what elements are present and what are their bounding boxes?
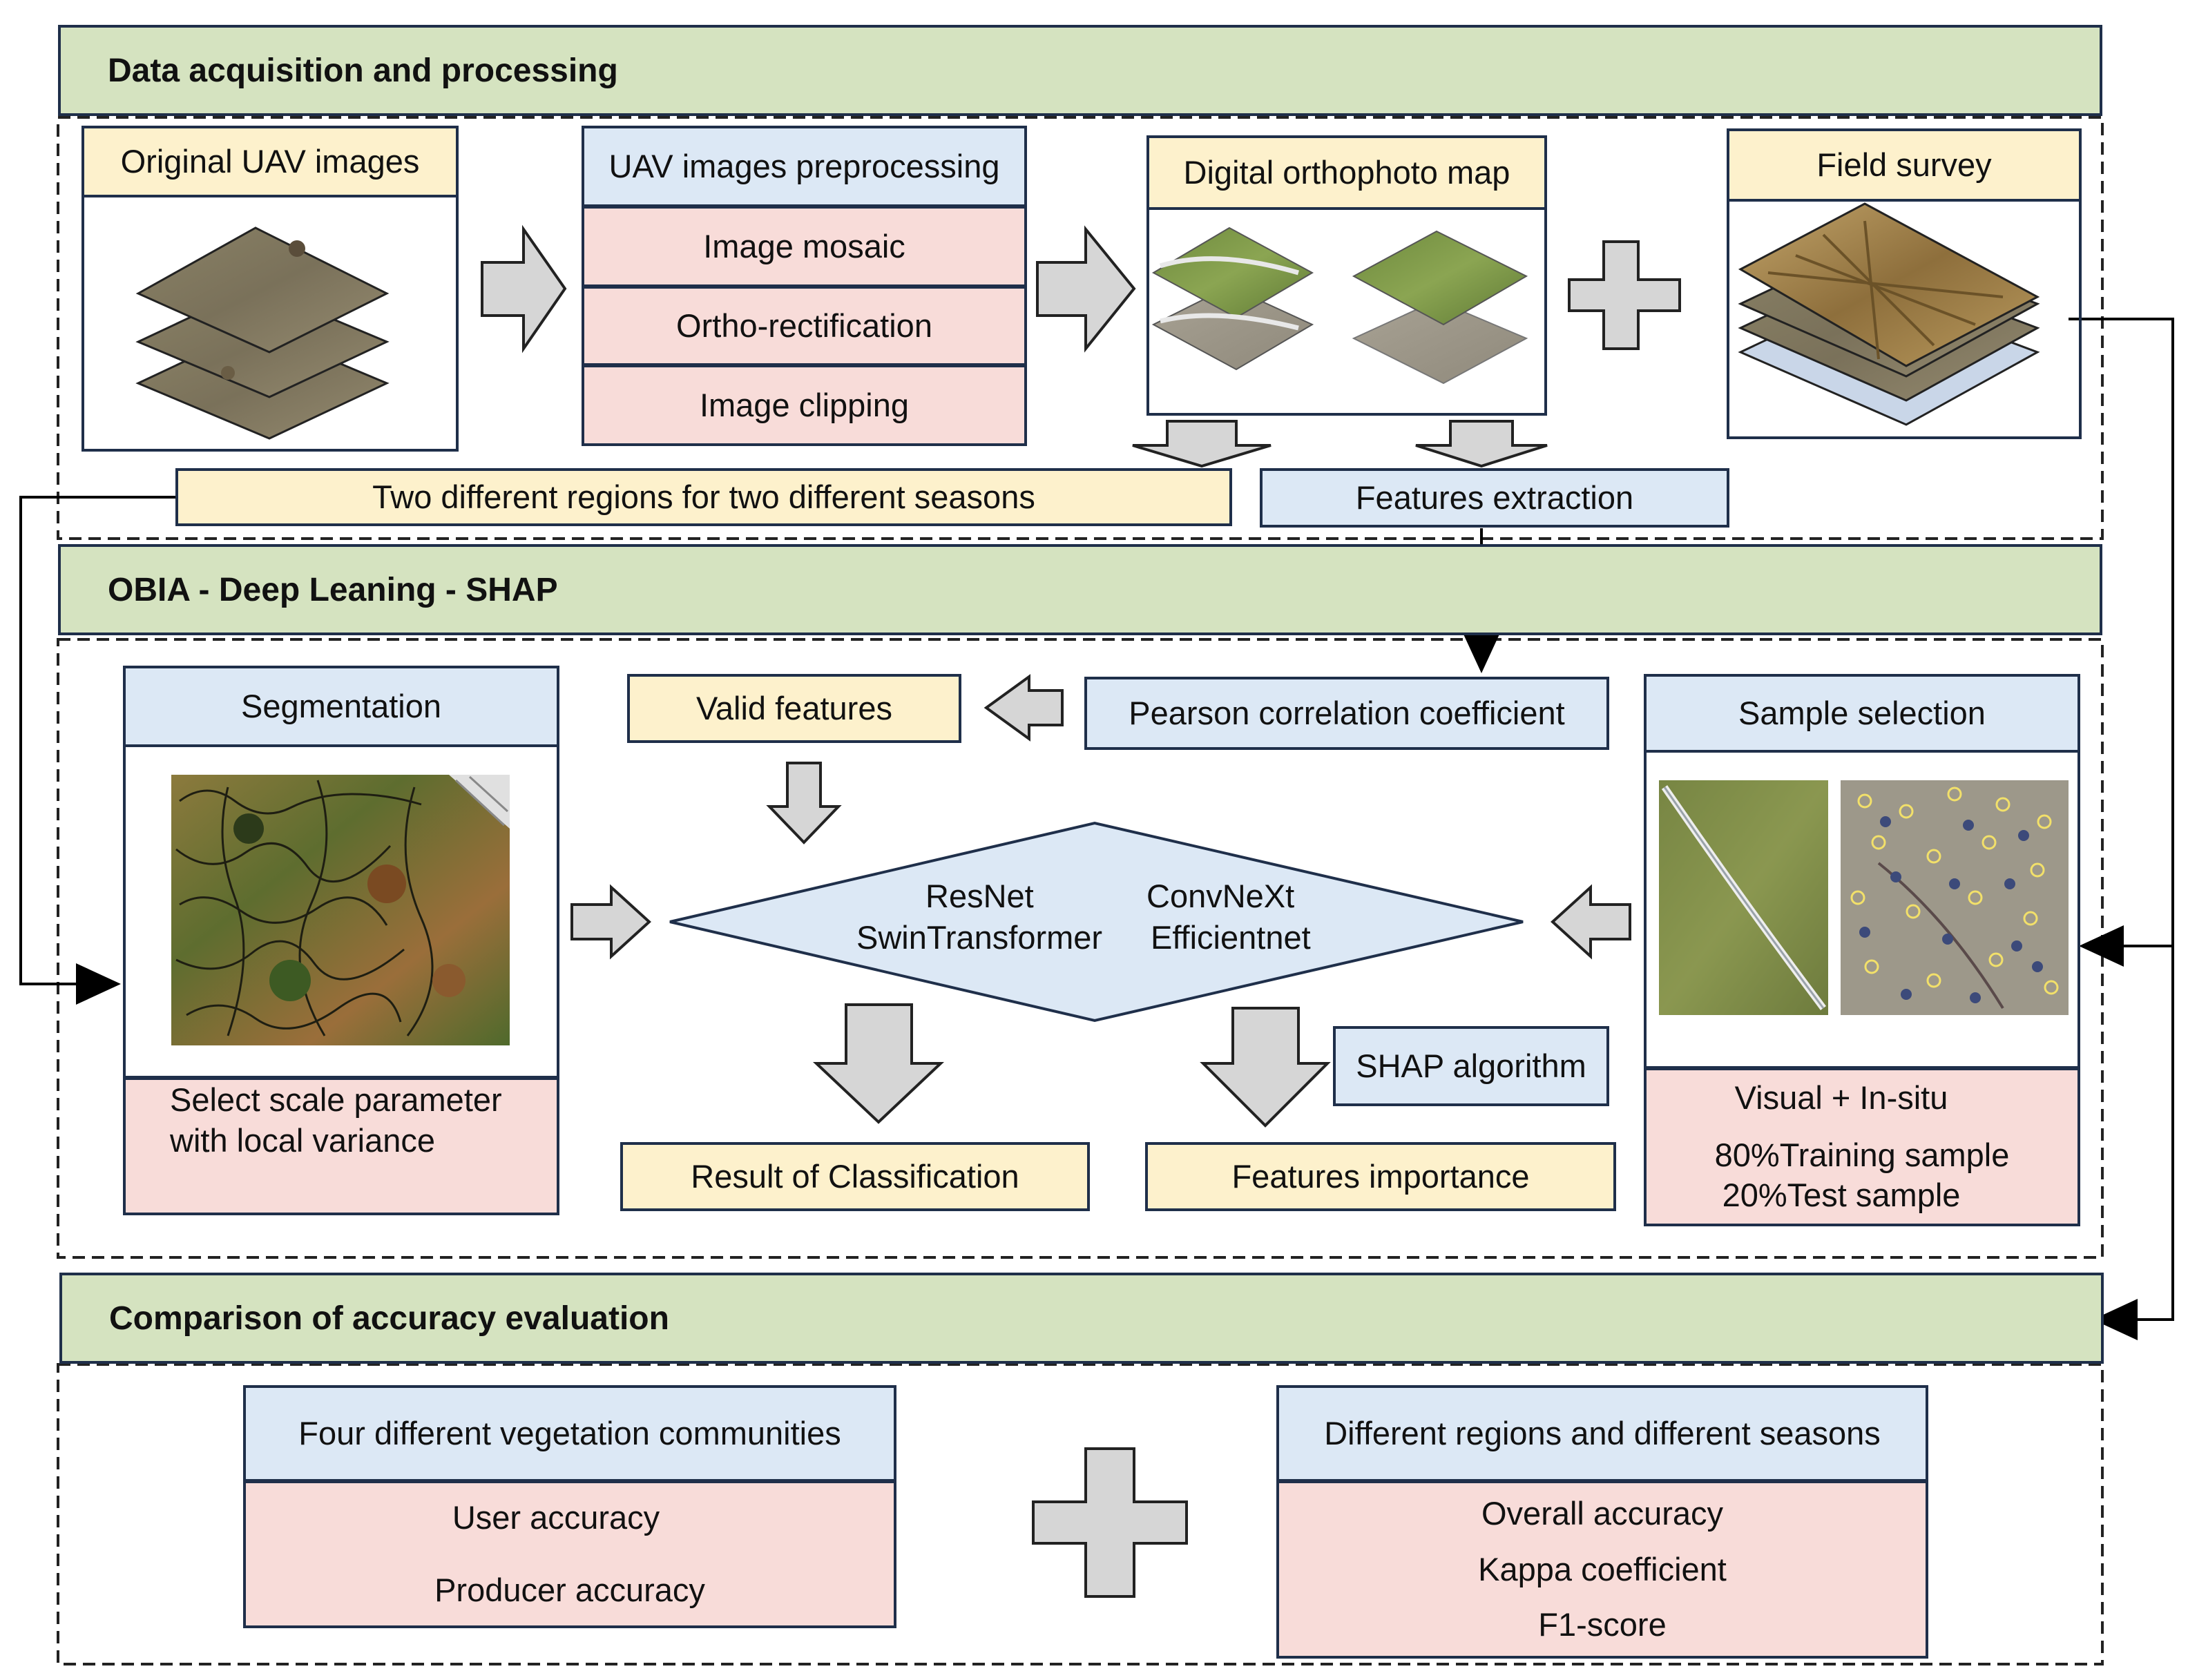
plus-icon-bottom bbox=[1032, 1447, 1188, 1598]
user-accuracy-text: User accuracy bbox=[452, 1499, 660, 1536]
arrow-right-1 bbox=[481, 224, 567, 354]
orthophoto-right-icon bbox=[1352, 230, 1528, 385]
section-obia-banner: OBIA - Deep Leaning - SHAP bbox=[58, 544, 2102, 635]
overall-accuracy-text: Overall accuracy bbox=[1481, 1494, 1723, 1532]
shap-algorithm-label: SHAP algorithm bbox=[1333, 1026, 1609, 1106]
sample-image-left bbox=[1659, 780, 1828, 1015]
arrow-down-valid bbox=[766, 762, 842, 844]
vegetation-communities-label: Four different vegetation communities bbox=[243, 1385, 896, 1482]
arrow-down-2 bbox=[1415, 420, 1548, 468]
arrow-right-seg bbox=[570, 884, 651, 960]
segmentation-panel bbox=[123, 746, 559, 1079]
uav-images-stack-icon bbox=[135, 226, 390, 440]
community-accuracy-box: User accuracy Producer accuracy bbox=[243, 1480, 896, 1628]
model-resnet: ResNet bbox=[925, 878, 1034, 914]
field-survey-stack-icon bbox=[1738, 202, 2040, 426]
model-diamond bbox=[669, 821, 1524, 1023]
original-uav-images-label: Original UAV images bbox=[81, 126, 459, 197]
valid-features-label: Valid features bbox=[627, 674, 961, 743]
arrow-down-importance bbox=[1200, 1007, 1331, 1128]
comparison-container bbox=[57, 1363, 2104, 1665]
orthophoto-left-icon bbox=[1151, 226, 1314, 371]
section-acquisition-banner: Data acquisition and processing bbox=[58, 25, 2102, 116]
result-classification-label: Result of Classification bbox=[620, 1142, 1090, 1211]
arrow-right-2 bbox=[1036, 225, 1136, 353]
arrowheads bbox=[76, 628, 2138, 1340]
sample-split-box: Visual + In-situ 80%Training sample 20%T… bbox=[1644, 1068, 2080, 1226]
segmentation-image bbox=[171, 775, 510, 1045]
ortho-rectification-step: Ortho-rectification bbox=[582, 286, 1027, 366]
uav-preprocessing-label: UAV images preprocessing bbox=[582, 126, 1027, 207]
field-survey-label: Field survey bbox=[1727, 128, 2082, 202]
sample-selection-panel bbox=[1644, 751, 2080, 1069]
image-clipping-step: Image clipping bbox=[582, 365, 1027, 446]
model-convnext: ConvNeXt bbox=[1146, 878, 1295, 914]
scale-parameter-line1: Select scale parameter bbox=[170, 1081, 502, 1118]
image-mosaic-step: Image mosaic bbox=[582, 206, 1027, 287]
two-regions-label: Two different regions for two different … bbox=[175, 468, 1232, 526]
model-efficientnet: Efficientnet bbox=[1151, 919, 1311, 956]
section-comparison-banner: Comparison of accuracy evaluation bbox=[59, 1273, 2104, 1364]
training-sample-text: 80%Training sample bbox=[1714, 1136, 2010, 1173]
field-survey-panel bbox=[1727, 200, 2082, 439]
scale-parameter-line2: with local variance bbox=[170, 1121, 436, 1159]
segmentation-label: Segmentation bbox=[123, 666, 559, 747]
features-extraction-label: Features extraction bbox=[1260, 468, 1729, 528]
model-swintransformer: SwinTransformer bbox=[856, 919, 1103, 956]
sample-selection-label: Sample selection bbox=[1644, 674, 2080, 753]
visual-insitu-text: Visual + In-situ bbox=[1734, 1079, 1948, 1116]
gray-arrows bbox=[481, 224, 1681, 1598]
orthophoto-map-panel bbox=[1146, 209, 1547, 416]
acquisition-container bbox=[57, 116, 2104, 540]
obia-container bbox=[57, 638, 2104, 1259]
arrow-down-1 bbox=[1132, 420, 1271, 468]
plus-icon-top bbox=[1568, 240, 1681, 350]
regions-seasons-label: Different regions and different seasons bbox=[1276, 1385, 1928, 1482]
arrow-left-sample bbox=[1551, 884, 1631, 960]
scale-parameter-box: Select scale parameter with local varian… bbox=[123, 1077, 559, 1215]
sample-image-right bbox=[1841, 780, 2069, 1015]
original-uav-images-panel bbox=[81, 196, 459, 452]
overall-accuracy-box: Overall accuracy Kappa coefficient F1-sc… bbox=[1276, 1480, 1928, 1659]
features-importance-label: Features importance bbox=[1145, 1142, 1616, 1211]
arrow-down-result bbox=[812, 1003, 945, 1124]
f1-score-text: F1-score bbox=[1538, 1606, 1667, 1643]
pearson-correlation-label: Pearson correlation coefficient bbox=[1084, 677, 1609, 750]
test-sample-text: 20%Test sample bbox=[1722, 1177, 1961, 1214]
arrow-left-valid bbox=[983, 674, 1064, 742]
orthophoto-map-label: Digital orthophoto map bbox=[1146, 135, 1547, 210]
producer-accuracy-text: Producer accuracy bbox=[434, 1572, 705, 1608]
kappa-coefficient-text: Kappa coefficient bbox=[1478, 1550, 1727, 1587]
